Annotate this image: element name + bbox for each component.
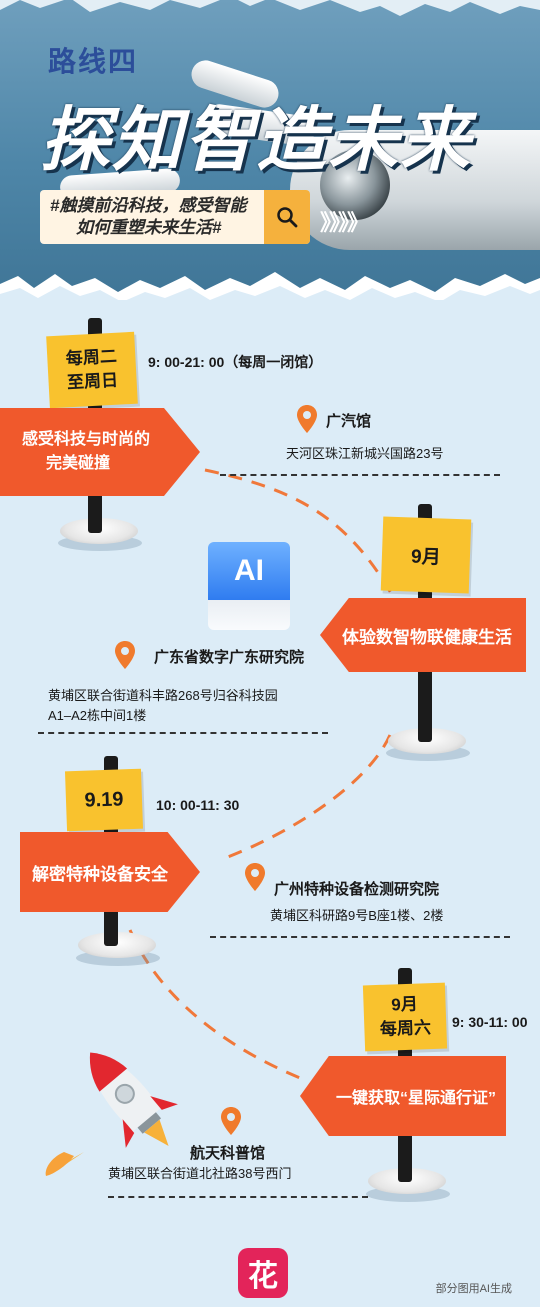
opening-hours: 10: 00-11: 30: [156, 797, 240, 813]
schedule-sign: 9月 每周六: [362, 982, 448, 1052]
page-title: 探知智造未来: [40, 101, 472, 179]
hashtag-search-box[interactable]: #触摸前沿科技，感受智能 如何重塑未来生活#: [40, 190, 310, 244]
venue-name: 广东省数字广东研究院: [154, 649, 305, 666]
schedule-sign: 9月: [380, 516, 472, 594]
schedule-sign: 每周二 至周日: [46, 331, 138, 409]
opening-hours: 9: 30-11: 00: [452, 1014, 528, 1030]
theme-arrow-sign: 一键获取“星际通行证”: [300, 1056, 506, 1136]
venue-address: 天河区珠江新城兴国路23号: [286, 446, 444, 461]
venue-address: 黄埔区联合街道北社路38号西门: [108, 1166, 292, 1181]
divider: [38, 732, 328, 734]
theme-arrow-sign: 感受科技与时尚的 完美碰撞: [0, 408, 200, 496]
location-pin-icon: [221, 1107, 241, 1135]
search-icon: [277, 207, 298, 228]
chevron-decoration: 》》》》: [320, 210, 369, 235]
venue-address: 黄埔区联合街道科丰路268号归谷科技园 A1–A2栋中间1楼: [48, 688, 278, 723]
torn-paper-top: [0, 0, 540, 16]
ai-cube-illustration: AI: [208, 542, 290, 630]
hashtag-text: #触摸前沿科技，感受智能 如何重塑未来生活#: [50, 196, 247, 237]
route-label: 路线四: [48, 46, 139, 77]
venue-name: 广州特种设备检测研究院: [274, 881, 440, 898]
ai-disclaimer: 部分图用AI生成: [435, 1283, 512, 1295]
location-pin-icon: [115, 641, 135, 669]
theme-arrow-sign: 解密特种设备安全: [20, 832, 200, 912]
search-button[interactable]: [264, 190, 310, 244]
header-banner: 路线四 探知智造未来 #触摸前沿科技，感受智能 如何重塑未来生活# 》》》》: [0, 0, 540, 300]
torn-paper-bottom: [0, 272, 540, 300]
opening-hours: 9: 00-21: 00（每周一闭馆）: [148, 354, 323, 370]
divider: [220, 474, 500, 476]
rocket-illustration: [45, 1052, 178, 1176]
schedule-sign: 9.19: [64, 768, 144, 832]
venue-name: 航天科普馆: [190, 1145, 266, 1162]
brand-logo: 花: [238, 1248, 288, 1298]
divider: [108, 1196, 368, 1198]
divider: [210, 936, 510, 938]
location-pin-icon: [297, 405, 317, 433]
venue-name: 广汽馆: [326, 413, 372, 430]
robot-joint-illustration: [320, 150, 390, 220]
location-pin-icon: [245, 863, 265, 891]
venue-address: 黄埔区科研路9号B座1楼、2楼: [270, 908, 444, 923]
theme-arrow-sign: 体验数智物联健康生活: [320, 598, 526, 672]
ai-label: AI: [208, 542, 290, 600]
